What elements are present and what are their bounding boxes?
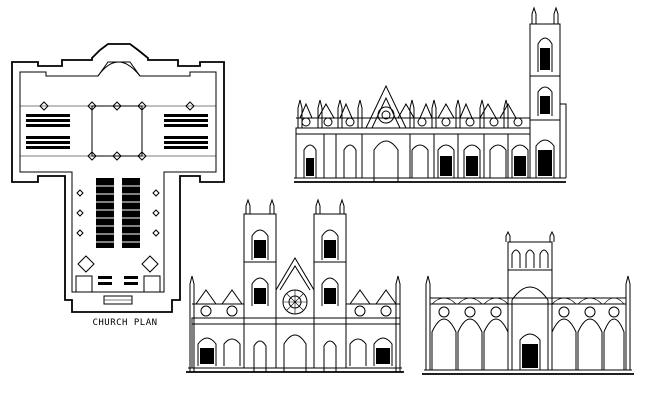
cross-section-elevation — [422, 230, 634, 375]
plan-caption: CHURCH PLAN — [92, 318, 158, 328]
side-windows — [303, 140, 529, 182]
plan-crossing — [91, 105, 143, 157]
plan-piers — [39, 101, 195, 161]
side-pinnacles — [297, 99, 509, 128]
side-elevation — [294, 6, 567, 183]
plan-pews-left — [26, 114, 70, 149]
side-buttresses — [323, 134, 509, 178]
plan-nave-pillars — [76, 189, 160, 237]
plan-pews-nave — [96, 178, 140, 248]
plan-pews-right — [164, 114, 208, 149]
facade-doors — [197, 334, 393, 372]
plan-inner-wall — [19, 61, 217, 293]
side-tower — [529, 6, 567, 179]
west-facade-elevation — [186, 198, 404, 373]
section-roundels — [438, 306, 620, 318]
plan-outer-wall — [11, 43, 225, 313]
section-arches — [431, 297, 625, 370]
plan-west-end — [75, 255, 161, 305]
facade-towers — [243, 198, 347, 369]
plan-apse — [97, 61, 141, 77]
side-roundels — [301, 117, 523, 127]
church-floor-plan — [11, 43, 225, 313]
